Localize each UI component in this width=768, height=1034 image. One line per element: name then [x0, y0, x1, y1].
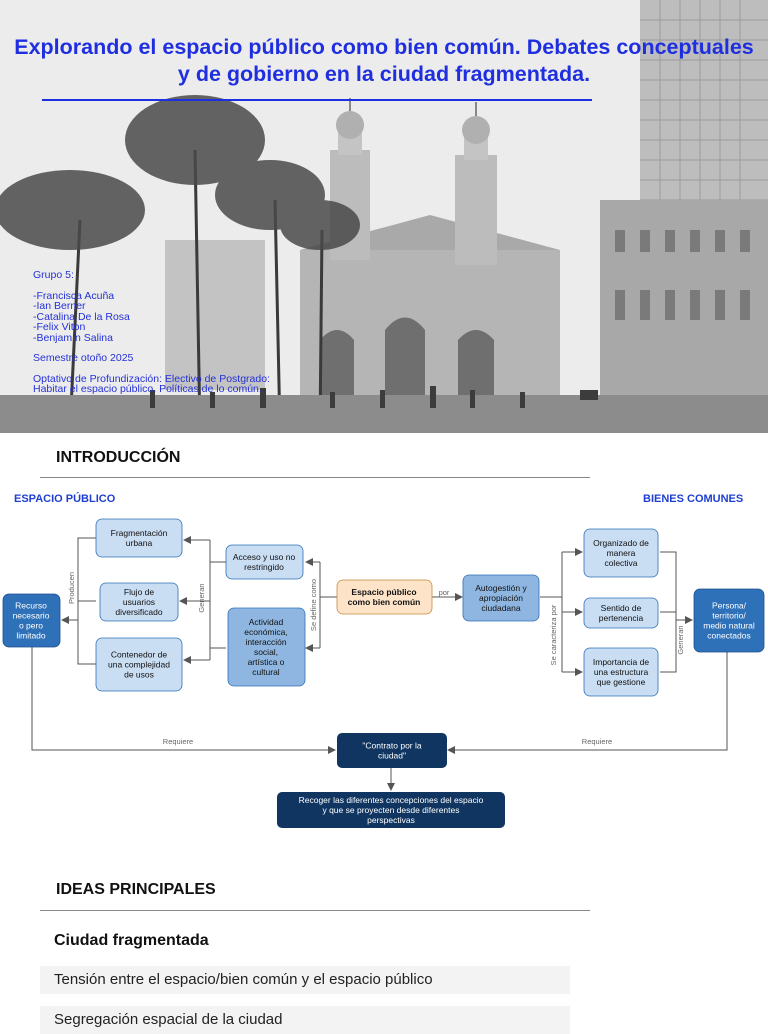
- idea-item: Segregación espacial de la ciudad: [40, 1006, 570, 1034]
- group-info: Grupo 5: -Francisca Acuña -Ian Berner -C…: [33, 270, 270, 395]
- edge-label-por: por: [439, 588, 450, 597]
- concept-map: .nt { font-family:"Liberation Sans", san…: [2, 518, 765, 828]
- edge-label-requiere-right: Requiere: [582, 737, 612, 746]
- bienes-comunes-label: BIENES COMUNES: [643, 493, 744, 505]
- intro-rule: [40, 477, 590, 478]
- semester-label: Semestre otoño 2025: [33, 352, 134, 364]
- node-text: Recoger las diferentes concepciones del …: [299, 795, 484, 825]
- page-title: Explorando el espacio público como bien …: [14, 35, 754, 86]
- edge-label-generan-right: Generan: [676, 625, 685, 654]
- member-name: -Benjamín Salina: [33, 331, 113, 344]
- idea-item: Tensión entre el espacio/bien común y el…: [40, 966, 570, 994]
- group-label: Grupo 5:: [33, 269, 74, 281]
- course-line: Habitar el espacio público. Políticas de…: [33, 383, 262, 395]
- member-name: -Felix Viton: [33, 321, 86, 333]
- member-name: -Francisca Acuña: [33, 289, 115, 302]
- member-name: -Catalina De la Rosa: [33, 310, 130, 323]
- course-line: Optativo de Profundización: Electivo de …: [33, 372, 270, 385]
- hero-banner: Explorando el espacio público como bien …: [0, 0, 768, 433]
- edge-label-requiere-left: Requiere: [163, 737, 193, 746]
- member-name: -Ian Berner: [33, 300, 86, 312]
- ideas-subheading: Ciudad fragmentada: [54, 932, 209, 949]
- cathedral-photo: [0, 0, 768, 433]
- edge-label-generan-left: Generan: [197, 583, 206, 612]
- node-recoger: Recoger las diferentes concepciones del …: [277, 792, 505, 828]
- ideas-rule: [40, 910, 590, 911]
- intro-heading: INTRODUCCIÓN: [56, 449, 181, 466]
- edge-label-se-caracteriza: Se caracteriza por: [549, 604, 558, 665]
- connectors: [31, 536, 728, 791]
- ideas-heading: IDEAS PRINCIPALES: [56, 881, 216, 898]
- edge-label-se-define: Se define como: [309, 579, 318, 631]
- title-underline: [42, 99, 592, 101]
- espacio-publico-label: ESPACIO PÚBLICO: [14, 493, 116, 505]
- edge-label-producen: Producen: [67, 572, 76, 604]
